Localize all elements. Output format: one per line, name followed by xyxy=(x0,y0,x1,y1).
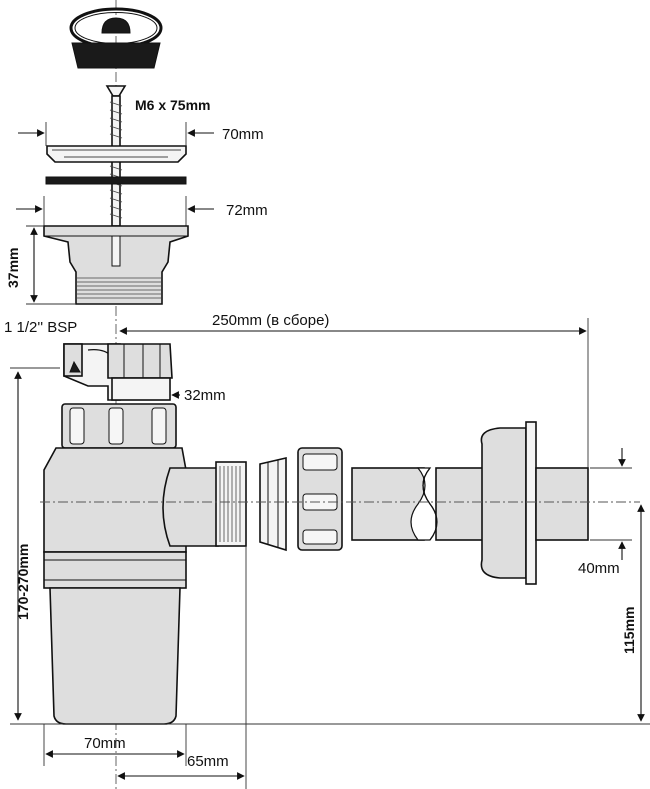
screw-label: M6 x 75mm xyxy=(135,97,210,113)
strainer-height-label: 37mm xyxy=(5,248,21,288)
bottle-width-label: 70mm xyxy=(84,735,126,752)
wall-pipe-label: 40mm xyxy=(578,560,620,577)
trap-height-label: 170-270mm xyxy=(15,544,31,620)
pipe-diameter-label: 32mm xyxy=(184,387,226,404)
inlet-nut xyxy=(63,343,173,401)
flange-top-label: 70mm xyxy=(222,126,264,143)
bottle-nut xyxy=(61,403,177,449)
wall-flange xyxy=(480,421,589,585)
cone-washer xyxy=(259,456,287,552)
bottle-outlet xyxy=(162,461,247,547)
bottle-trap xyxy=(43,447,187,725)
stopper xyxy=(69,7,163,69)
outlet-nut xyxy=(297,447,343,551)
outlet-offset-label: 65mm xyxy=(187,753,229,770)
strainer-body xyxy=(43,225,189,305)
thread-label: 1 1/2'' BSP xyxy=(4,319,77,336)
outlet-height-label: 115mm xyxy=(621,607,637,654)
gasket xyxy=(45,176,187,185)
top-flange xyxy=(46,145,187,163)
outlet-length-label: 250mm (в сборе) xyxy=(212,312,329,329)
flange-bottom-label: 72mm xyxy=(226,202,268,219)
outlet-pipe xyxy=(351,467,489,541)
